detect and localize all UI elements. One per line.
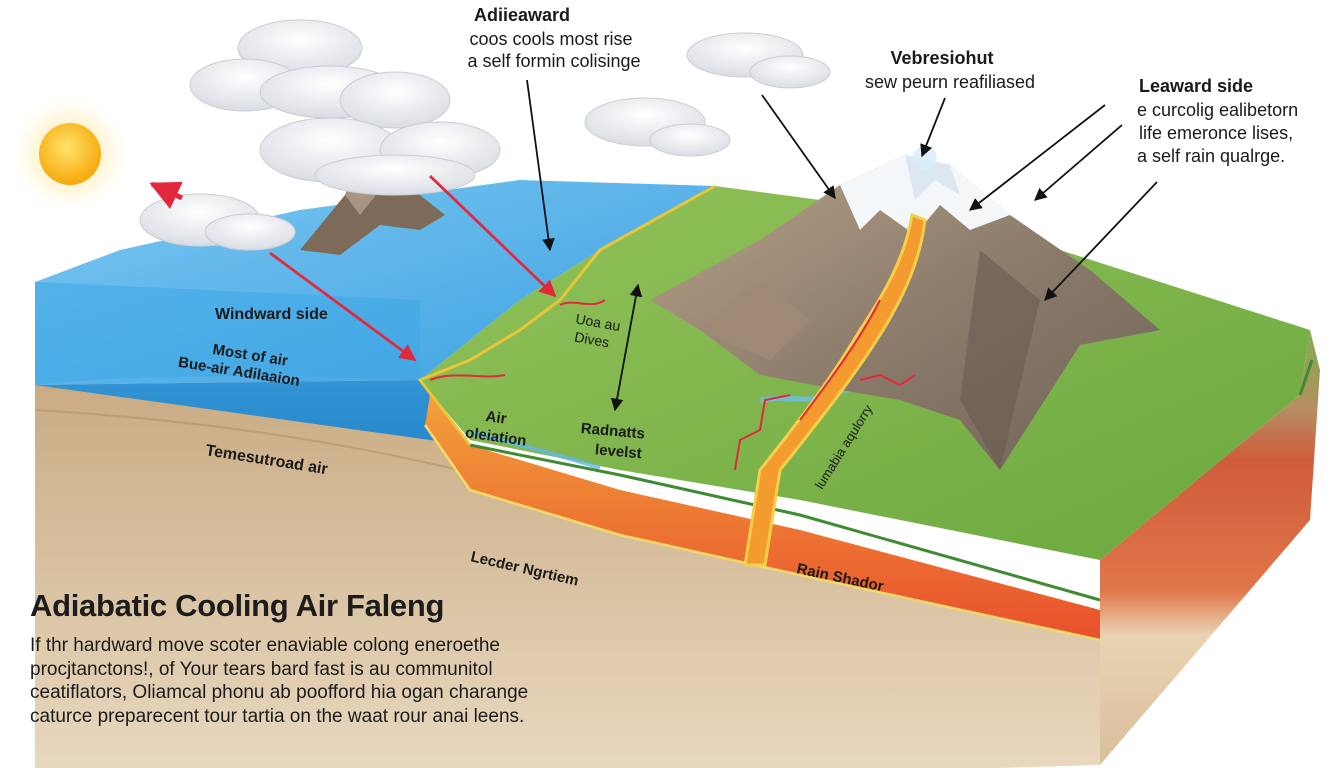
sun-icon (8, 92, 132, 216)
callout-leeward-line3: a self rain qualrge. (1137, 146, 1285, 166)
description-line: caturce preparecent tour tartia on the w… (30, 705, 525, 727)
svg-text:Air: Air (485, 408, 508, 428)
description-line: If thr hardward move scoter enaviable co… (30, 635, 500, 656)
callout-adiabatic-title: Adiieaward (474, 5, 570, 25)
callout-adiabatic-line2: a self formin colisinge (467, 51, 640, 71)
callout-adiabatic: Adiieaward coos cools most rise a self f… (467, 5, 640, 71)
svg-text:levelst: levelst (594, 441, 642, 462)
svg-text:Radnatts: Radnatts (580, 420, 645, 443)
callout-leeward-line1: e curcolig ealibetorn (1137, 100, 1298, 120)
block-right-face (1100, 330, 1320, 765)
clouds (139, 19, 831, 251)
callout-leeward: Leaward side e curcolig ealibetorn life … (1137, 76, 1298, 166)
description-paragraph: If thr hardward move scoter enaviable co… (30, 634, 528, 728)
cloud-icon (686, 32, 831, 89)
label-uoa-dives: Uoa au Dives (573, 310, 621, 351)
callout-adiabatic-line1: coos cools most rise (469, 29, 632, 49)
magma-layer (425, 395, 1100, 640)
callout-vebresiohut-title: Vebresiohut (890, 48, 993, 68)
cloud-icon (584, 97, 731, 157)
description-line: procjtanctons!, of Your tears bard fast … (30, 658, 493, 680)
callout-vebresiohut: Vebresiohut sew peurn reafiliased (865, 48, 1035, 92)
svg-text:Dives: Dives (573, 329, 610, 351)
description-line: ceatiflators, Oliamcal phonu ab poofford… (30, 682, 529, 703)
label-radnatts: Radnatts levelst (580, 420, 645, 462)
cloud-icon (259, 71, 501, 196)
callout-arrows (526, 79, 1158, 412)
page-title: Adiabatic Cooling Air Faleng (30, 588, 445, 623)
main-mountain (650, 146, 1160, 567)
sea-front-face (35, 282, 470, 445)
callout-leeward-line2: life emeronce lises, (1139, 123, 1293, 143)
label-windward-side: Windward side (215, 306, 328, 323)
svg-text:Uoa au: Uoa au (574, 310, 621, 334)
soil-front-face (35, 380, 1100, 768)
callout-leeward-title: Leaward side (1139, 76, 1253, 96)
callout-vebresiohut-line1: sew peurn reafiliased (865, 72, 1035, 92)
wind-arrows (149, 174, 916, 471)
